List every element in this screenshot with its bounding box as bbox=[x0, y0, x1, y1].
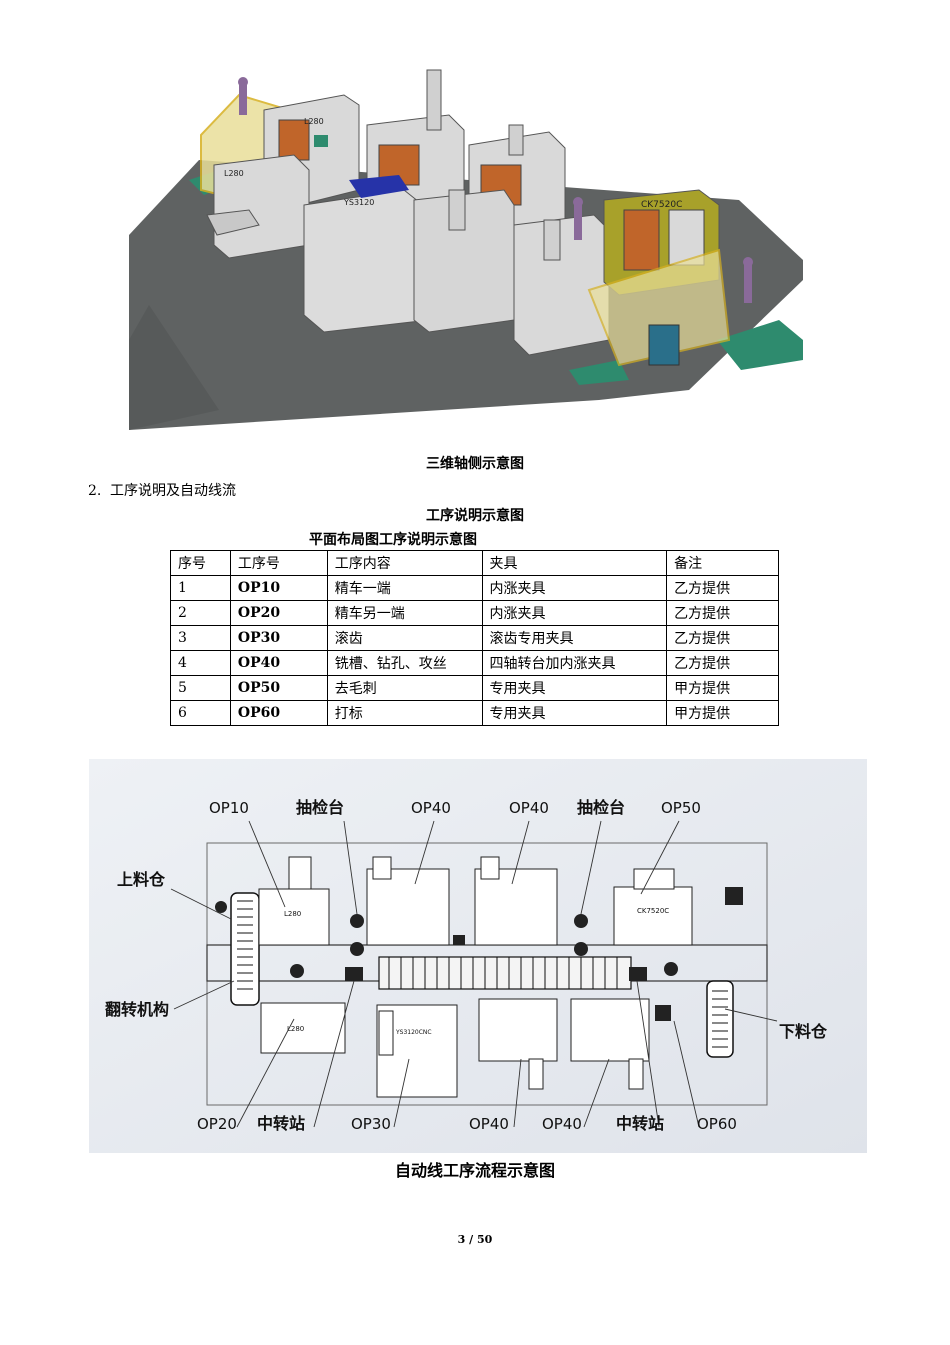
table-cell: 滚齿专用夹具 bbox=[481, 625, 668, 651]
table-row: 1 OP10 精车一端 内涨夹具 乙方提供 bbox=[170, 575, 779, 601]
table-cell: 甲方提供 bbox=[666, 675, 779, 701]
table-cell: 甲方提供 bbox=[666, 700, 779, 726]
machine-label-l280a: L280 bbox=[284, 910, 301, 918]
table-cell: OP50 bbox=[229, 675, 328, 701]
label-group-bottom: OP20 中转站 OP30 OP40 OP40 中转站 OP60 bbox=[197, 1114, 737, 1133]
process-title: 工序说明示意图 bbox=[426, 508, 524, 524]
table-row: 5 OP50 去毛刺 专用夹具 甲方提供 bbox=[170, 675, 779, 701]
machine-label-ys: YS3120 bbox=[343, 198, 374, 207]
label-load: 上料仓 bbox=[117, 870, 166, 889]
layout-drawing: L280 CK7520C L280 YS3120CNC bbox=[89, 759, 867, 1153]
machine-label-l280a: L280 bbox=[224, 169, 244, 178]
table-cell: 专用夹具 bbox=[481, 700, 668, 726]
label-op10: OP10 bbox=[209, 799, 249, 817]
machines-top: L280 CK7520C bbox=[258, 856, 693, 946]
isometric-figure: CK7520C L280 L280 YS3120 bbox=[129, 40, 803, 431]
table-header: 工序号 bbox=[229, 550, 328, 576]
label-op60: OP60 bbox=[697, 1115, 737, 1133]
table-cell: 精车一端 bbox=[326, 575, 483, 601]
table-cell: 5 bbox=[170, 675, 231, 701]
table-row: 3 OP30 滚齿 滚齿专用夹具 乙方提供 bbox=[170, 625, 779, 651]
figure1-caption: 三维轴侧示意图 bbox=[426, 456, 524, 472]
table-cell: OP20 bbox=[229, 600, 328, 626]
table-cell: 乙方提供 bbox=[666, 575, 779, 601]
label-group-top: OP10 抽检台 OP40 OP40 抽检台 OP50 bbox=[209, 798, 701, 817]
layout-figure: L280 CK7520C L280 YS3120CNC bbox=[89, 759, 867, 1153]
table-cell: 精车另一端 bbox=[326, 600, 483, 626]
table-cell: 6 bbox=[170, 700, 231, 726]
table-header-row: 序号 工序号 工序内容 夹具 备注 bbox=[170, 550, 779, 576]
table-cell: OP30 bbox=[229, 625, 328, 651]
table-cell: 铣槽、钻孔、攻丝 bbox=[326, 650, 483, 676]
machine-label-l280b: L280 bbox=[304, 117, 324, 126]
label-transfer2: 中转站 bbox=[616, 1114, 664, 1133]
table-cell: 4 bbox=[170, 650, 231, 676]
table-cell: 3 bbox=[170, 625, 231, 651]
table-cell: 内涨夹具 bbox=[481, 600, 668, 626]
section-heading: 2. 工序说明及自动线流 bbox=[88, 480, 236, 500]
process-table: 序号 工序号 工序内容 夹具 备注 1 OP10 精车一端 内涨夹具 乙方提供 … bbox=[170, 550, 779, 726]
table-cell: 乙方提供 bbox=[666, 600, 779, 626]
label-op20: OP20 bbox=[197, 1115, 237, 1133]
table-header: 工序内容 bbox=[326, 550, 483, 576]
table-cell: 滚齿 bbox=[326, 625, 483, 651]
table-cell: 四轴转台加内涨夹具 bbox=[481, 650, 668, 676]
table-cell: 专用夹具 bbox=[481, 675, 668, 701]
table-cell: OP60 bbox=[229, 700, 328, 726]
table-row: 6 OP60 打标 专用夹具 甲方提供 bbox=[170, 700, 779, 726]
section-title: 工序说明及自动线流 bbox=[110, 483, 236, 499]
label-op40b: OP40 bbox=[509, 799, 549, 817]
table-cell: OP10 bbox=[229, 575, 328, 601]
table-header: 夹具 bbox=[481, 550, 668, 576]
label-check1: 抽检台 bbox=[296, 798, 344, 817]
table-header: 备注 bbox=[666, 550, 779, 576]
table-cell: 打标 bbox=[326, 700, 483, 726]
machine-label-l280b: L280 bbox=[287, 1025, 304, 1033]
label-transfer1: 中转站 bbox=[257, 1114, 305, 1133]
machine-label-ck: CK7520C bbox=[641, 200, 682, 210]
table-cell: OP40 bbox=[229, 650, 328, 676]
label-unload: 下料仓 bbox=[779, 1022, 828, 1041]
machines-bottom: L280 YS3120CNC bbox=[260, 998, 650, 1098]
table-cell: 去毛刺 bbox=[326, 675, 483, 701]
label-op40a: OP40 bbox=[411, 799, 451, 817]
table-cell: 2 bbox=[170, 600, 231, 626]
machine-label-ck: CK7520C bbox=[637, 907, 669, 915]
table-cell: 乙方提供 bbox=[666, 625, 779, 651]
label-op40d: OP40 bbox=[542, 1115, 582, 1133]
table-cell: 乙方提供 bbox=[666, 650, 779, 676]
machine-group-back bbox=[263, 69, 566, 246]
table-cell: 内涨夹具 bbox=[481, 575, 668, 601]
machine-label-ys: YS3120CNC bbox=[395, 1029, 432, 1036]
label-op30: OP30 bbox=[351, 1115, 391, 1133]
section-number: 2. bbox=[88, 483, 102, 499]
machine-group-front bbox=[206, 154, 610, 356]
label-op40c: OP40 bbox=[469, 1115, 509, 1133]
figure2-caption: 自动线工序流程示意图 bbox=[394, 1161, 555, 1180]
table-header: 序号 bbox=[170, 550, 231, 576]
label-flip: 翻转机构 bbox=[105, 1000, 169, 1019]
label-check2: 抽检台 bbox=[577, 798, 625, 817]
table-row: 2 OP20 精车另一端 内涨夹具 乙方提供 bbox=[170, 600, 779, 626]
table-row: 4 OP40 铣槽、钻孔、攻丝 四轴转台加内涨夹具 乙方提供 bbox=[170, 650, 779, 676]
table-title: 平面布局图工序说明示意图 bbox=[309, 532, 477, 548]
page-number: 3 / 50 bbox=[457, 1233, 493, 1246]
table-cell: 1 bbox=[170, 575, 231, 601]
label-op50: OP50 bbox=[661, 799, 701, 817]
gantry-conveyor bbox=[378, 956, 632, 990]
isometric-drawing: CK7520C L280 L280 YS3120 bbox=[129, 69, 803, 430]
unload-bin bbox=[706, 980, 734, 1058]
